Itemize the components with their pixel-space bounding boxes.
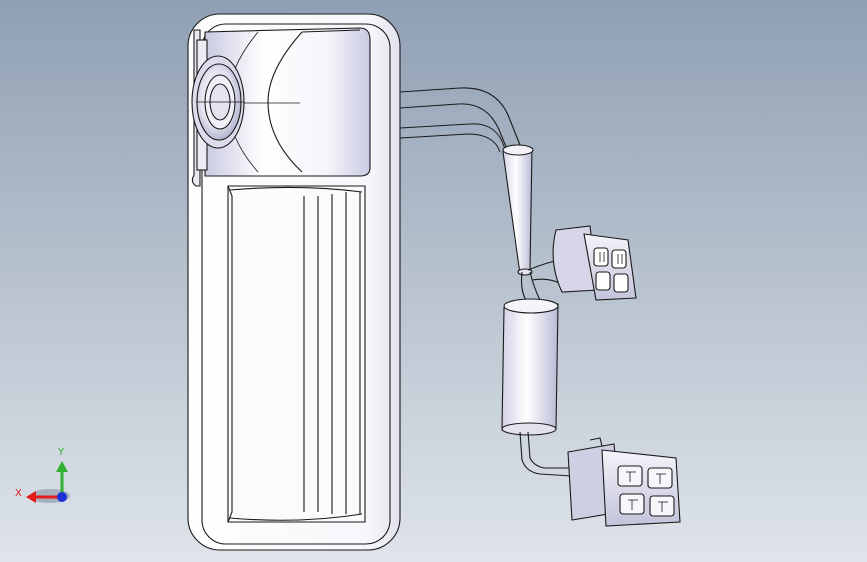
- connector-large[interactable]: [567, 437, 681, 527]
- housing-inner: [201, 23, 391, 545]
- cable-lower[interactable]: [519, 431, 573, 477]
- triad-x-label: X: [15, 488, 22, 499]
- cable-sleeve-lower[interactable]: [501, 298, 559, 436]
- triad-y-label: Y: [57, 447, 65, 458]
- cable-sleeve-upper[interactable]: [502, 144, 534, 276]
- cable-harness[interactable]: [399, 87, 523, 153]
- handle-pocket[interactable]: [227, 185, 366, 523]
- connector-small[interactable]: [552, 225, 637, 301]
- triad-z-axis: [57, 492, 67, 502]
- camera-lens[interactable]: [191, 55, 245, 149]
